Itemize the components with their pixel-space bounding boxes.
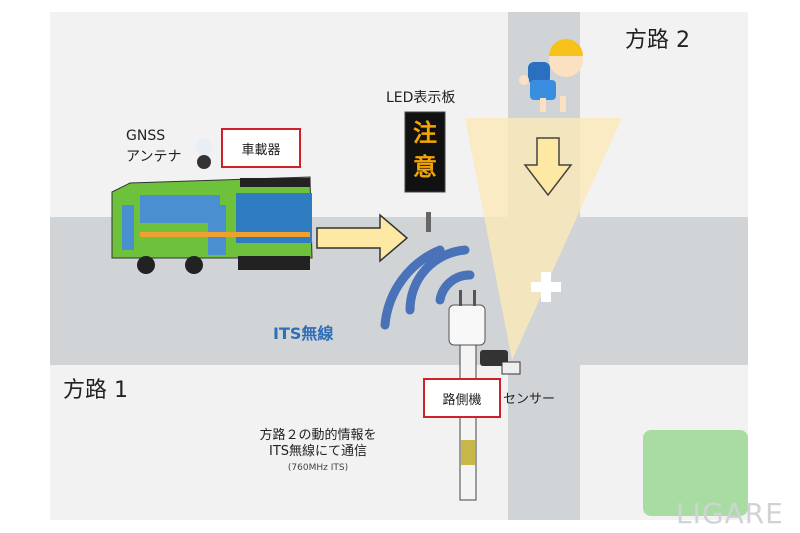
led-text-1: 注 — [413, 119, 437, 147]
antenna-label: アンテナ — [126, 149, 182, 165]
sensor-label: センサー — [503, 392, 556, 407]
green-area — [643, 430, 748, 516]
led-text-2: 意 — [413, 153, 437, 181]
plus-icon — [531, 272, 561, 302]
road-1-label: 方路 1 — [63, 378, 128, 403]
gnss-label: GNSS — [126, 128, 166, 144]
led-board-text: 注 意 — [405, 116, 445, 184]
description-line-2: ITS無線にて通信 — [268, 444, 368, 459]
description: 方路２の動的情報を ITS無線にて通信 (760MHz ITS) — [238, 428, 398, 476]
led-board — [404, 111, 446, 193]
gnss-antenna-icon — [196, 139, 212, 155]
road-2-label: 方路 2 — [625, 28, 690, 53]
led-board-pole — [426, 212, 431, 232]
roadside-pole — [459, 339, 477, 501]
watermark-logo: LIGARE — [676, 497, 784, 530]
led-board-label: LED表示板 — [386, 90, 456, 106]
its-radio-label: ITS無線 — [273, 324, 334, 343]
description-line-1: 方路２の動的情報を — [259, 428, 377, 443]
radio-waves-icon — [380, 245, 475, 330]
bus-icon — [111, 176, 313, 274]
roadside-unit-icon — [448, 304, 486, 346]
camera-sensor-icon — [480, 350, 521, 375]
roadside-unit-label: 路側機 — [423, 378, 501, 418]
down-arrow-icon — [523, 137, 573, 197]
right-arrow-icon — [316, 213, 409, 263]
description-line-3: (760MHz ITS) — [287, 463, 349, 473]
onboard-unit-label: 車載器 — [221, 128, 301, 168]
pedestrian-child-icon — [519, 39, 583, 112]
sensor-detection-cone — [465, 118, 622, 360]
